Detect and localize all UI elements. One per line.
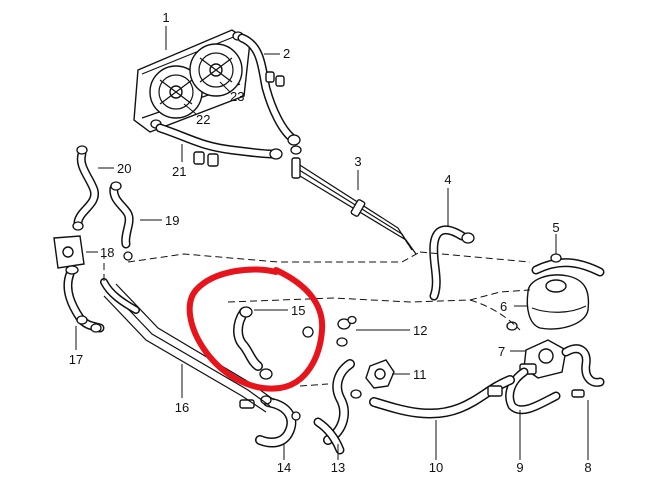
bracket-18 bbox=[53, 235, 85, 275]
hose-17 bbox=[63, 269, 105, 333]
callout-17: 17 bbox=[69, 352, 83, 367]
callout-15: 15 bbox=[291, 303, 305, 318]
callout-12: 12 bbox=[413, 323, 427, 338]
highlight-circle bbox=[186, 266, 326, 392]
hose-21 bbox=[155, 123, 302, 167]
hose-10 bbox=[369, 375, 515, 419]
callout-4: 4 bbox=[444, 172, 451, 187]
expansion-tank-6 bbox=[506, 274, 590, 331]
pipes-16 bbox=[100, 278, 275, 413]
callout-19: 19 bbox=[165, 213, 179, 228]
hose-2 bbox=[237, 33, 301, 146]
callout-16: 16 bbox=[175, 400, 189, 415]
callout-23: 23 bbox=[230, 89, 244, 104]
hose-8 bbox=[561, 344, 605, 398]
callout-3: 3 bbox=[354, 154, 361, 169]
callout-22: 22 bbox=[196, 112, 210, 127]
callout-11: 11 bbox=[413, 367, 427, 382]
callout-14: 14 bbox=[277, 460, 291, 475]
hose-9 bbox=[505, 367, 561, 415]
hose-4 bbox=[429, 225, 475, 301]
callout-9: 9 bbox=[516, 460, 523, 475]
hose-5 bbox=[531, 253, 605, 277]
hose-20 bbox=[72, 145, 100, 231]
leader-lines bbox=[75, 26, 589, 460]
callout-5: 5 bbox=[552, 220, 559, 235]
routing-lines bbox=[103, 251, 531, 387]
hose-15 bbox=[233, 306, 314, 380]
callout-6: 6 bbox=[500, 299, 507, 314]
callout-10: 10 bbox=[429, 460, 443, 475]
callout-20: 20 bbox=[117, 161, 131, 176]
hose-14 bbox=[239, 395, 301, 448]
callout-2: 2 bbox=[283, 46, 290, 61]
callout-13: 13 bbox=[331, 460, 345, 475]
callout-7: 7 bbox=[498, 344, 505, 359]
callout-21: 21 bbox=[172, 164, 186, 179]
pipes-3 bbox=[291, 157, 417, 255]
callout-labels: 1 2 3 4 5 6 7 8 9 10 11 12 13 14 15 16 1… bbox=[69, 10, 592, 475]
thermostat-7 bbox=[519, 339, 567, 379]
callout-8: 8 bbox=[584, 460, 591, 475]
callout-1: 1 bbox=[162, 10, 169, 25]
radiator-fan-assembly bbox=[133, 29, 251, 133]
hose-19 bbox=[109, 181, 134, 261]
fitting-12 bbox=[336, 315, 357, 347]
flange-11 bbox=[365, 359, 395, 389]
callout-18: 18 bbox=[100, 245, 114, 260]
hose-13 bbox=[313, 359, 362, 455]
